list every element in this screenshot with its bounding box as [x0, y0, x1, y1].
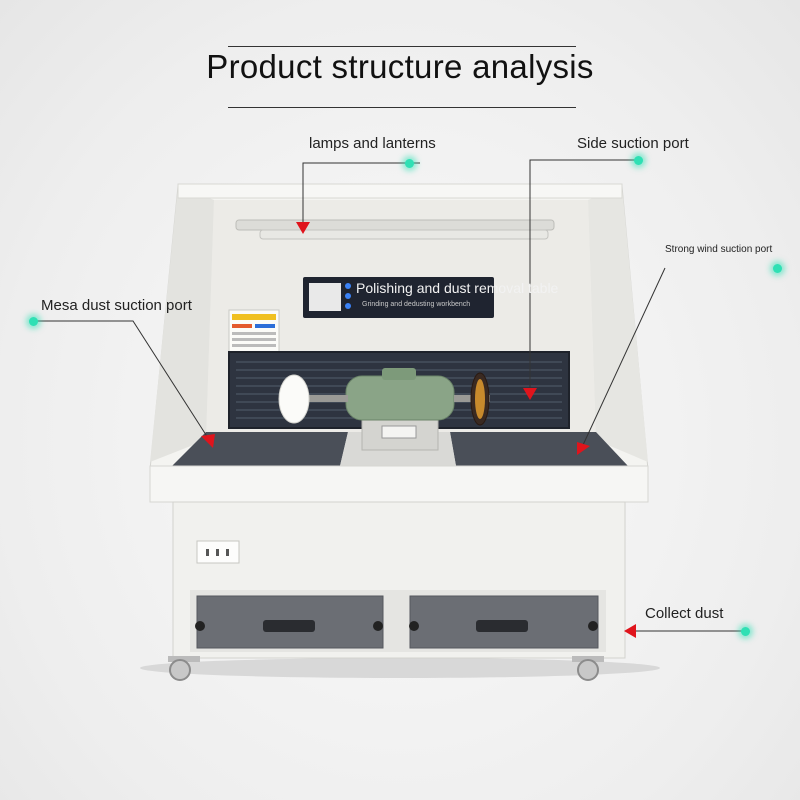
drawer-right-handle [476, 620, 528, 632]
lamp-tube [259, 229, 549, 240]
grinder-motor [345, 375, 455, 421]
callout-line-mesa [35, 320, 209, 439]
panel-subtitle: Grinding and dedusting workbench [362, 301, 471, 308]
table-front-lip [149, 465, 649, 503]
arrow-strong-wind [577, 442, 590, 455]
dot-strong-wind [773, 264, 782, 273]
label-collect: Collect dust [645, 605, 724, 622]
callout-line-lamps [302, 162, 420, 226]
arrow-side-suction [523, 388, 537, 400]
lamp-bar [235, 219, 555, 231]
label-side-suction: Side suction port [577, 135, 689, 152]
product-name-plate [303, 277, 494, 318]
hood-left-side [150, 186, 214, 462]
caster-left [169, 659, 191, 681]
floor-shadow [140, 658, 660, 678]
panel-title: Polishing and dust removal table [356, 280, 559, 296]
label-strong-wind: Strong wind suction port [665, 244, 773, 255]
callout-line-strong-wind [582, 267, 666, 446]
arrow-collect [624, 624, 636, 638]
arrow-mesa [201, 434, 215, 448]
hood-top-lip [177, 183, 623, 199]
callout-line-side-suction [529, 159, 640, 390]
dot-side-suction [634, 156, 643, 165]
drawer-left-handle [263, 620, 315, 632]
tabletop-left [172, 432, 348, 466]
grinder-switch-panel [381, 425, 417, 439]
dot-lamps [405, 159, 414, 168]
title-rule-top [228, 46, 576, 47]
page-title: Product structure analysis [206, 48, 594, 85]
polishing-wheel [278, 374, 310, 424]
label-lamps: lamps and lanterns [309, 135, 436, 152]
arrow-lamps [296, 222, 310, 234]
title-rule-bottom [228, 107, 576, 108]
dot-mesa [29, 317, 38, 326]
dot-collect [741, 627, 750, 636]
tabletop-right [450, 432, 628, 466]
label-mesa: Mesa dust suction port [41, 297, 192, 314]
grinder-shaft-left [300, 395, 348, 402]
caster-right [577, 659, 599, 681]
hood-right-side [588, 186, 648, 462]
